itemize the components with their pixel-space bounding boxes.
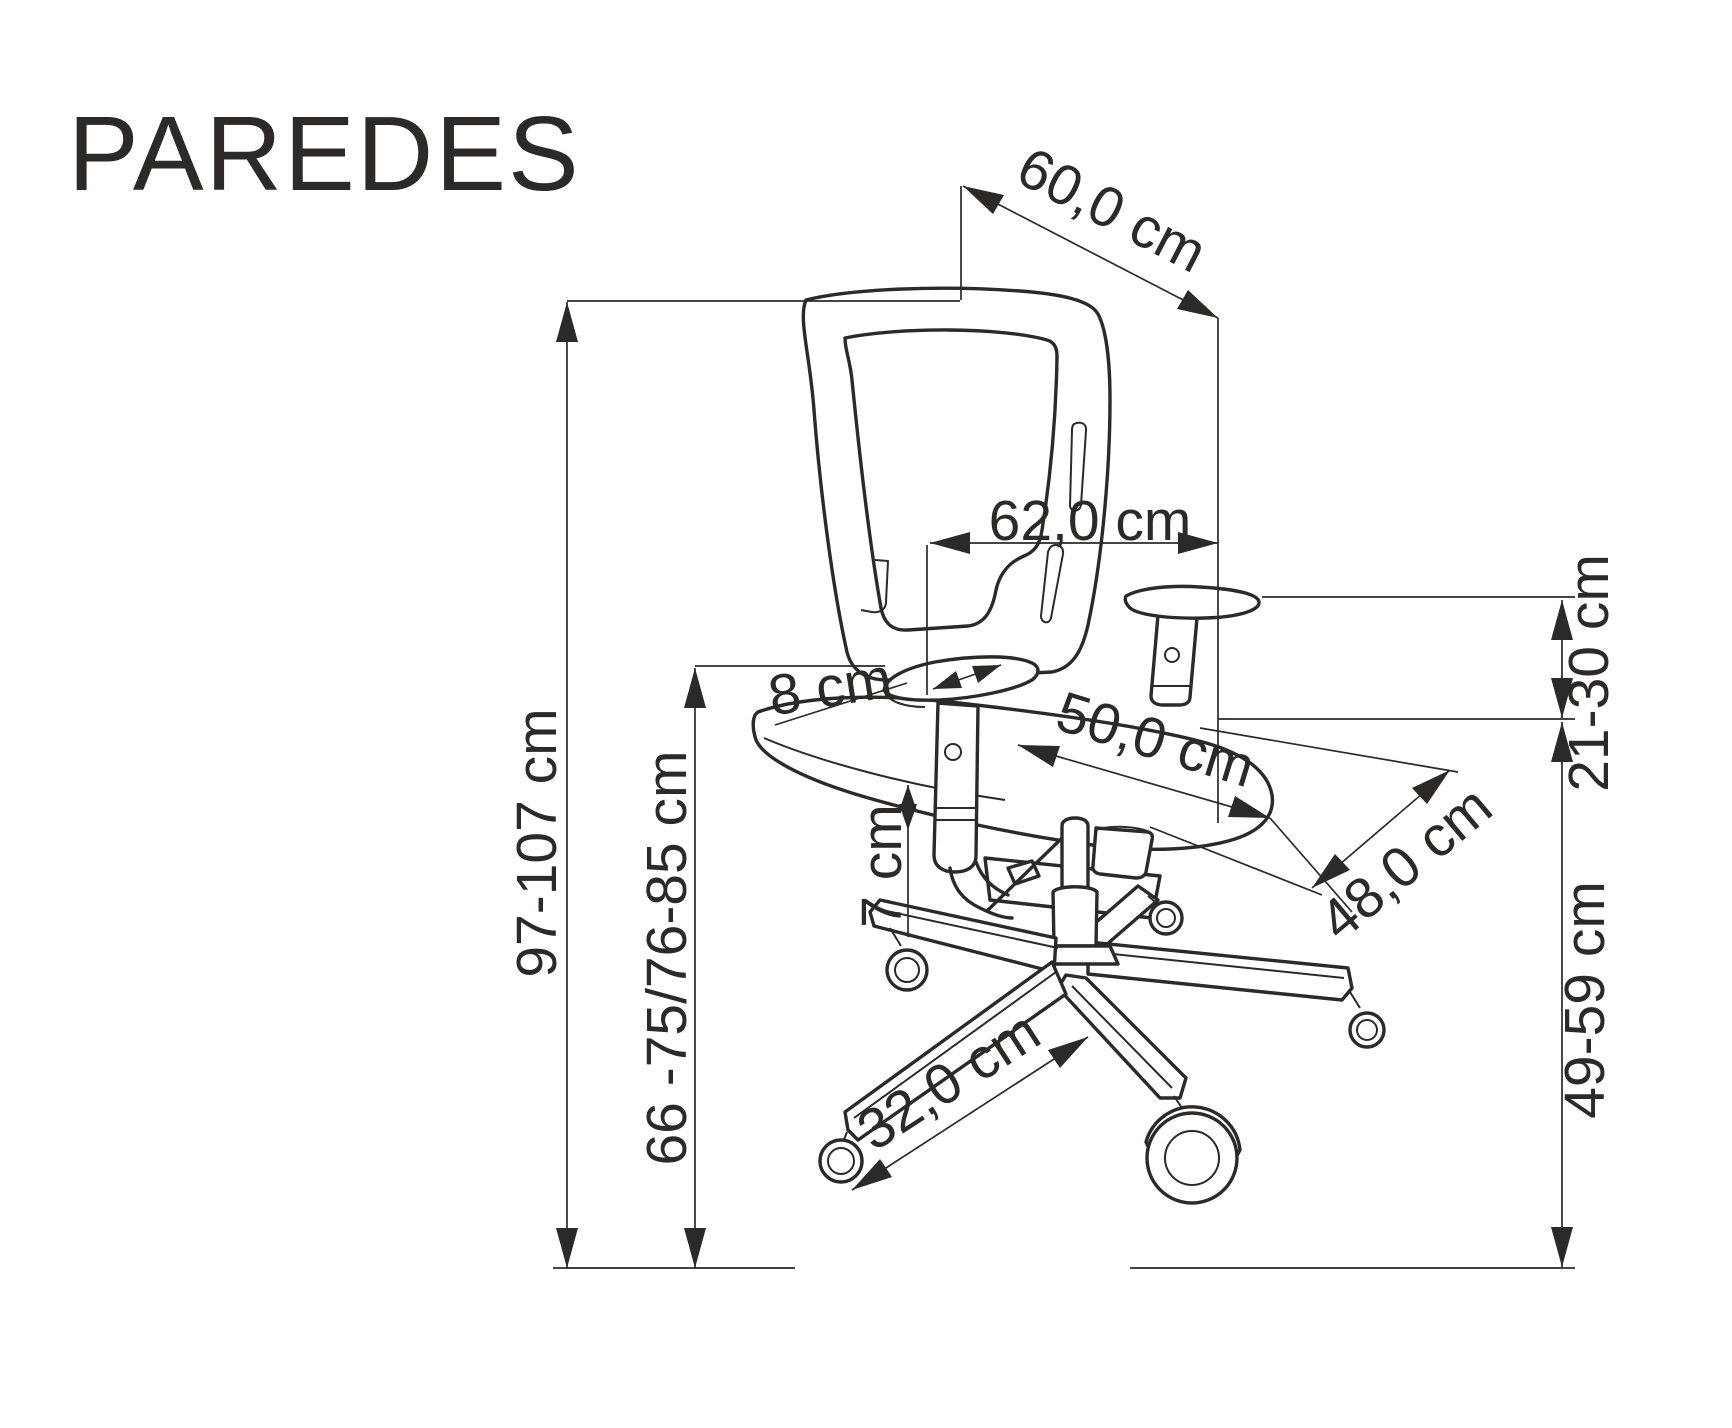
dim-overall-height: 97-107 cm: [505, 300, 960, 1269]
backrest: [801, 286, 1112, 682]
caster-front: [1145, 1111, 1239, 1205]
dim-armrest-height: 21-30 cm: [1218, 554, 1621, 792]
leg-front-left: [843, 960, 1068, 1142]
caster-right: [1348, 1011, 1386, 1049]
arrowhead: [1018, 745, 1060, 767]
dim-label-slide-stroke: 7 cm: [850, 804, 914, 928]
gas-lift-sleeve: [1051, 885, 1099, 948]
arrowhead: [1312, 854, 1350, 888]
arrowhead: [899, 804, 917, 830]
arrowhead: [972, 665, 1001, 683]
arrowhead: [963, 186, 1004, 214]
office-chair-drawing: [751, 286, 1386, 1205]
mechanism-cup: [1091, 826, 1155, 880]
arrowhead: [930, 532, 970, 554]
arrowhead: [1048, 1037, 1088, 1068]
ext-line: [1269, 817, 1353, 913]
backrest-lumbar-detail: [860, 559, 889, 614]
caster-front-left: [818, 1138, 864, 1184]
arrowhead: [1551, 678, 1573, 718]
near-armrest-support: [932, 701, 980, 874]
ext-line-upper: [1199, 727, 1459, 773]
dim-label-overall-height: 97-107 cm: [505, 708, 569, 977]
leader-line: [774, 682, 908, 726]
arrowhead: [1412, 770, 1450, 804]
far-armrest-pad: [1123, 584, 1261, 620]
far-armrest-support: [1149, 613, 1199, 707]
arrowhead: [684, 668, 706, 708]
arrowhead: [852, 1159, 892, 1190]
page-title: PAREDES: [68, 95, 581, 213]
gas-lift-rod: [1060, 816, 1090, 890]
near-armrest-bracket: [948, 866, 1014, 920]
arrowhead: [1551, 1227, 1573, 1267]
dim-label-seat-height: 49-59 cm: [1553, 881, 1617, 1119]
far-armrest: [1123, 584, 1261, 707]
ext-line-lower: [1149, 826, 1323, 896]
dim-overall-width: 62,0 cm: [926, 318, 1219, 823]
base-front-legs: [818, 898, 1242, 1205]
dim-label-armrest-floor: 66 -75/76-85 cm: [635, 750, 699, 1165]
backrest-inner-frame: [843, 328, 1059, 632]
arrowhead: [933, 671, 962, 689]
dim-label-overall-width: 62,0 cm: [989, 489, 1192, 553]
backrest-slot-lower: [1040, 544, 1065, 624]
arrowhead: [1551, 722, 1573, 762]
arrowhead: [556, 1228, 578, 1268]
leg-right: [1086, 940, 1354, 1002]
backrest-slot-upper: [1069, 421, 1088, 512]
arrowhead: [556, 302, 578, 342]
arrowhead: [1228, 796, 1270, 818]
dim-armrest-floor-height: 66 -75/76-85 cm: [635, 665, 885, 1268]
caster-back-left: [885, 948, 929, 992]
caster-back-right: [1148, 900, 1184, 936]
arrowhead: [1177, 290, 1218, 318]
arrowhead: [1551, 600, 1573, 640]
dim-seat-height: 49-59 cm: [1130, 722, 1617, 1269]
base-rear-legs: [1076, 884, 1386, 1049]
arrowhead: [684, 1228, 706, 1268]
dim-slide-stroke: 7 cm: [850, 785, 917, 937]
arrowhead: [1178, 532, 1218, 554]
